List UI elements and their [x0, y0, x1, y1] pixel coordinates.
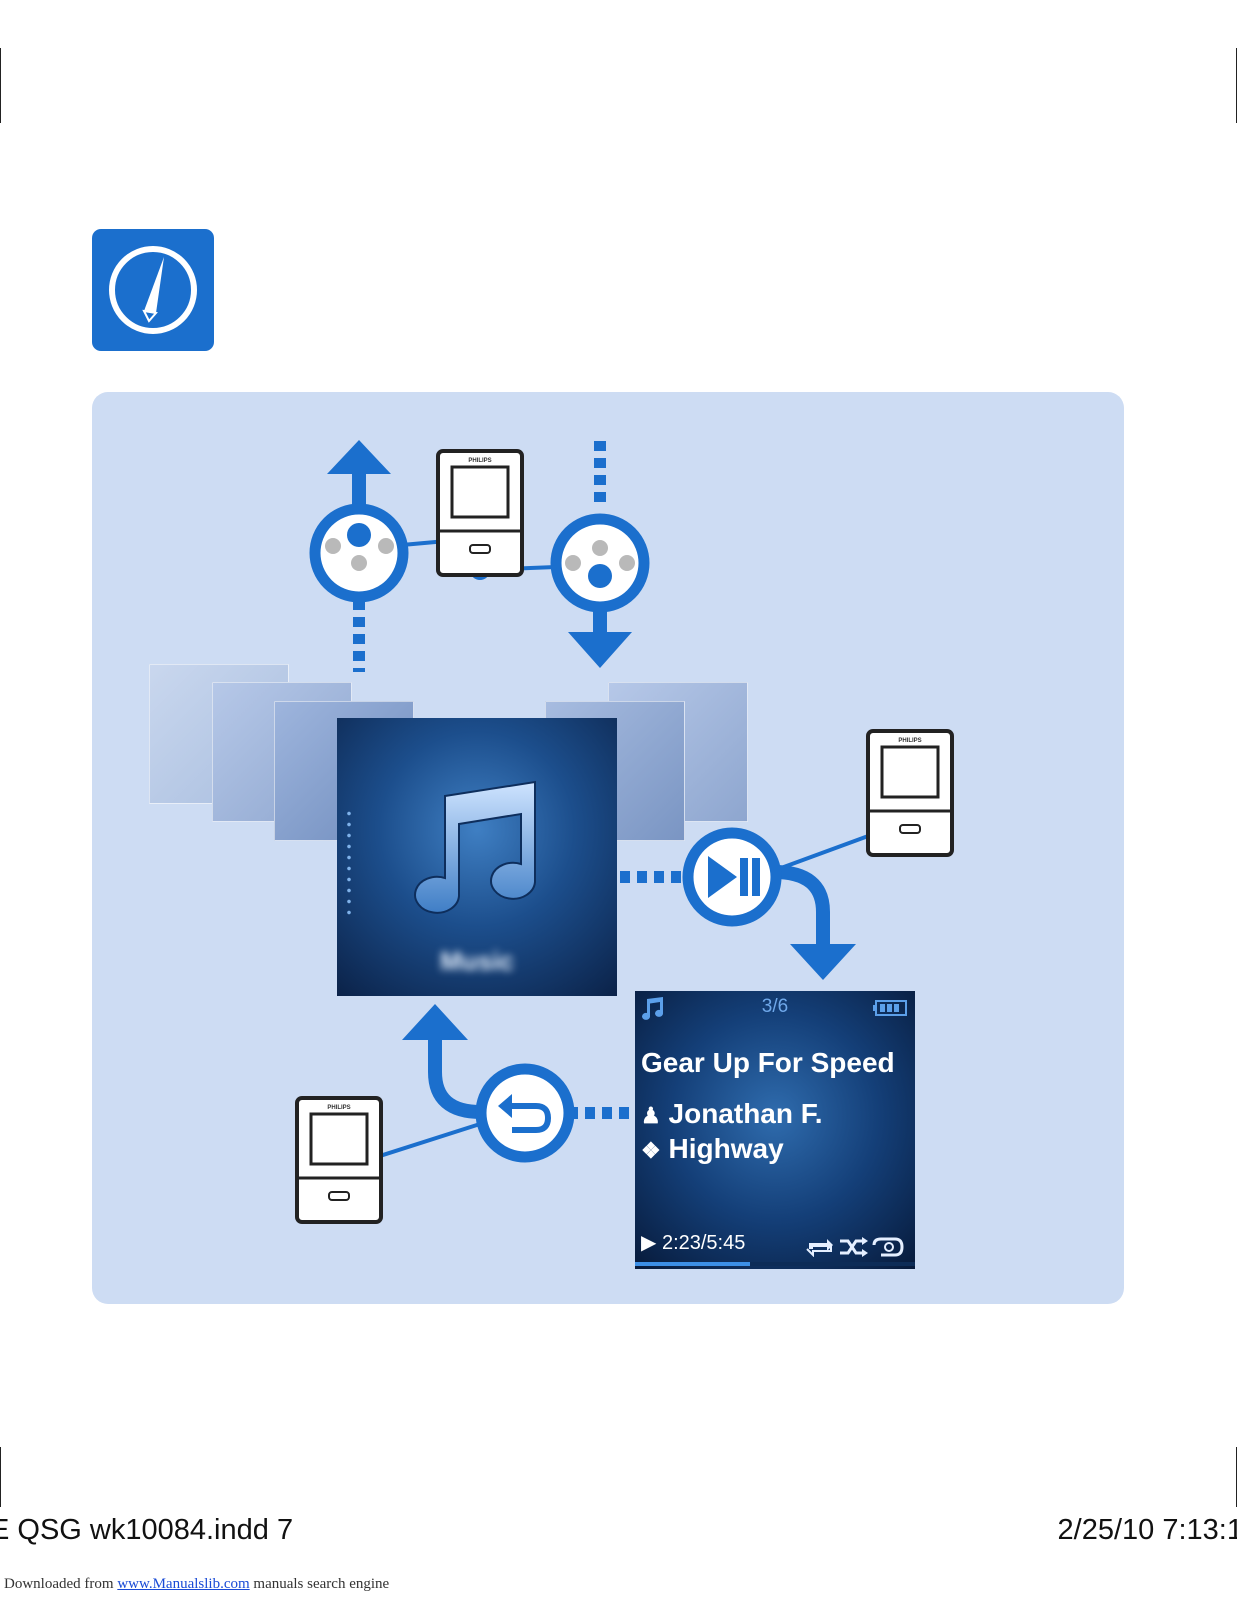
svg-text:PHILIPS: PHILIPS	[898, 738, 921, 744]
device-illustration: PHILIPS	[436, 449, 524, 577]
shuffle-icon	[840, 1237, 868, 1257]
crop-mark	[0, 1447, 1, 1507]
date-time: 2/25/10 7:13:1	[1057, 1514, 1237, 1546]
back-button-icon	[475, 1063, 575, 1163]
download-notice: Downloaded from www.Manualslib.com manua…	[4, 1576, 389, 1593]
down-button-icon	[550, 513, 650, 613]
album-icon: ❖	[641, 1138, 661, 1163]
repeat-icon	[806, 1239, 833, 1257]
now-playing-screen: 3/6 Gear Up For Speed ♟ Jonathan F. ❖ Hi…	[635, 991, 915, 1269]
play-icon: ▶	[641, 1232, 657, 1254]
device-illustration: PHILIPS	[866, 729, 954, 857]
track-counter: 3/6	[761, 996, 789, 1017]
up-arrow-icon	[327, 440, 391, 672]
battery-icon	[873, 1000, 907, 1016]
playback-time: 2:23/5:45	[661, 1232, 746, 1254]
manualslib-link[interactable]: www.Manualslib.com	[117, 1576, 250, 1592]
artist-name: Jonathan F.	[668, 1098, 823, 1129]
download-prefix: Downloaded from	[4, 1576, 114, 1592]
device-illustration: PHILIPS	[295, 1096, 383, 1224]
album-name: Highway	[668, 1133, 784, 1164]
svg-text:PHILIPS: PHILIPS	[327, 1105, 350, 1111]
eq-icon	[872, 1237, 904, 1257]
file-slug: E QSG wk10084.indd 7	[0, 1514, 294, 1546]
play-pause-button-icon	[682, 827, 782, 927]
up-button-icon	[309, 503, 409, 603]
progress-fill	[635, 1262, 750, 1266]
music-note-icon	[414, 780, 536, 914]
playback-time-row: ▶ 2:23/5:45	[641, 1230, 745, 1255]
compass-icon	[92, 229, 214, 351]
artist-icon: ♟	[641, 1103, 661, 1128]
progress-bar	[635, 1262, 915, 1266]
menu-label: Music	[440, 946, 514, 976]
music-note-icon	[642, 997, 664, 1020]
artist-row: ♟ Jonathan F.	[641, 1098, 823, 1130]
menu-position-dots	[347, 808, 351, 918]
crop-mark	[0, 48, 1, 123]
download-suffix: manuals search engine	[253, 1576, 390, 1592]
music-menu-screen: Music	[337, 718, 617, 996]
album-row: ❖ Highway	[641, 1133, 784, 1165]
song-title: Gear Up For Speed	[641, 1047, 895, 1078]
svg-text:PHILIPS: PHILIPS	[468, 458, 491, 464]
